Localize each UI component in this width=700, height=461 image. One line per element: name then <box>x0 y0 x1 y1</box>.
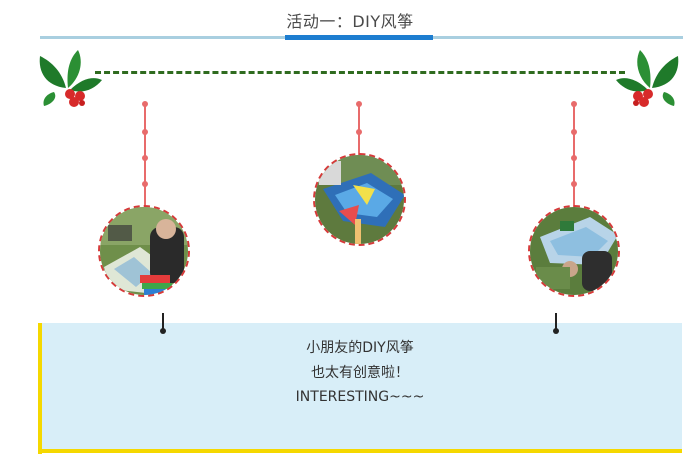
photo-ornament-right[interactable] <box>528 205 620 297</box>
photo-ornament-middle[interactable] <box>313 153 406 246</box>
holly-icon <box>614 48 682 108</box>
caption-box-accent-bottom <box>38 449 682 453</box>
caption-line-1: 小朋友的DIY风筝 <box>306 340 414 356</box>
ornament-string-middle <box>356 101 362 155</box>
ornament-string-left <box>142 101 148 207</box>
caption-line-2: 也太有创意啦！ <box>311 365 409 381</box>
pin-left <box>160 313 166 334</box>
ornament-string-right <box>571 101 577 207</box>
title-divider-accent <box>285 35 433 40</box>
caption-box-accent-left <box>38 323 42 454</box>
caption-line-3: INTERESTING~~~ <box>295 389 425 405</box>
pin-right <box>553 313 559 334</box>
photo-ornament-left[interactable] <box>98 205 190 297</box>
caption-box <box>38 323 682 451</box>
holly-icon <box>36 48 104 108</box>
garland-line <box>95 71 625 74</box>
page-title: 活动一：DIY风筝 <box>286 12 414 31</box>
